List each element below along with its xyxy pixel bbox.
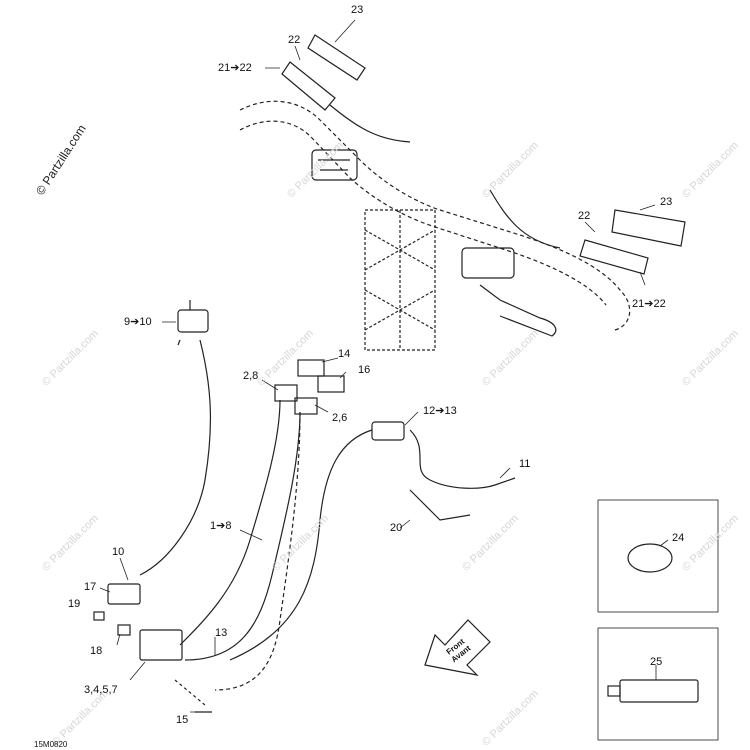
right-grip [489, 189, 686, 275]
callout-16: 16 [358, 364, 371, 376]
callout-23-right: 23 [660, 196, 673, 208]
callout-12-13: 12➔13 [423, 405, 457, 417]
callout-10: 10 [112, 546, 125, 558]
callout-20: 20 [390, 522, 403, 534]
steering-column [364, 209, 436, 351]
callout-1-8: 1➔8 [210, 520, 232, 532]
box-25 [597, 627, 719, 741]
connector-17 [107, 583, 141, 605]
callout-25: 25 [650, 656, 663, 668]
tube-25 [607, 679, 699, 703]
callout-23-top: 23 [351, 4, 364, 16]
callout-22-top: 22 [288, 34, 301, 46]
clamp-24 [627, 543, 673, 573]
connector-14 [297, 359, 325, 377]
sensor-12-13 [229, 421, 405, 661]
throttle-housing [461, 247, 557, 337]
left-switch-housing [311, 149, 358, 181]
callout-18: 18 [90, 645, 103, 657]
reference-code: 15M0820 [34, 740, 68, 749]
harness-20 [409, 489, 471, 521]
handlebar [239, 100, 631, 331]
callout-13: 13 [215, 627, 228, 639]
left-grip [281, 34, 411, 143]
callout-17: 17 [84, 581, 97, 593]
box-24 [597, 499, 719, 613]
callout-24: 24 [672, 532, 685, 544]
connector-2-6 [294, 397, 318, 415]
callout-2-6: 2,6 [332, 412, 348, 424]
callout-3-4-5-7: 3,4,5,7 [84, 684, 118, 696]
harness-1-8 [179, 399, 281, 646]
part-19 [93, 611, 105, 621]
callout-2-8: 2,8 [243, 370, 259, 382]
callout-15: 15 [176, 714, 189, 726]
harness-11 [409, 429, 516, 489]
callout-21-22-right: 21➔22 [632, 298, 666, 310]
callout-19: 19 [68, 598, 81, 610]
callout-14: 14 [338, 348, 351, 360]
connector-3-4-5-7 [139, 629, 183, 661]
switch-9-10 [139, 300, 212, 576]
callout-22-right: 22 [578, 210, 591, 222]
callout-11: 11 [519, 458, 531, 470]
connector-2-8 [274, 384, 298, 402]
front-arrow [424, 619, 491, 676]
callout-9-10: 9➔10 [124, 316, 152, 328]
connector-16 [317, 375, 345, 393]
part-18 [117, 624, 131, 636]
callout-21-22-top: 21➔22 [218, 62, 252, 74]
